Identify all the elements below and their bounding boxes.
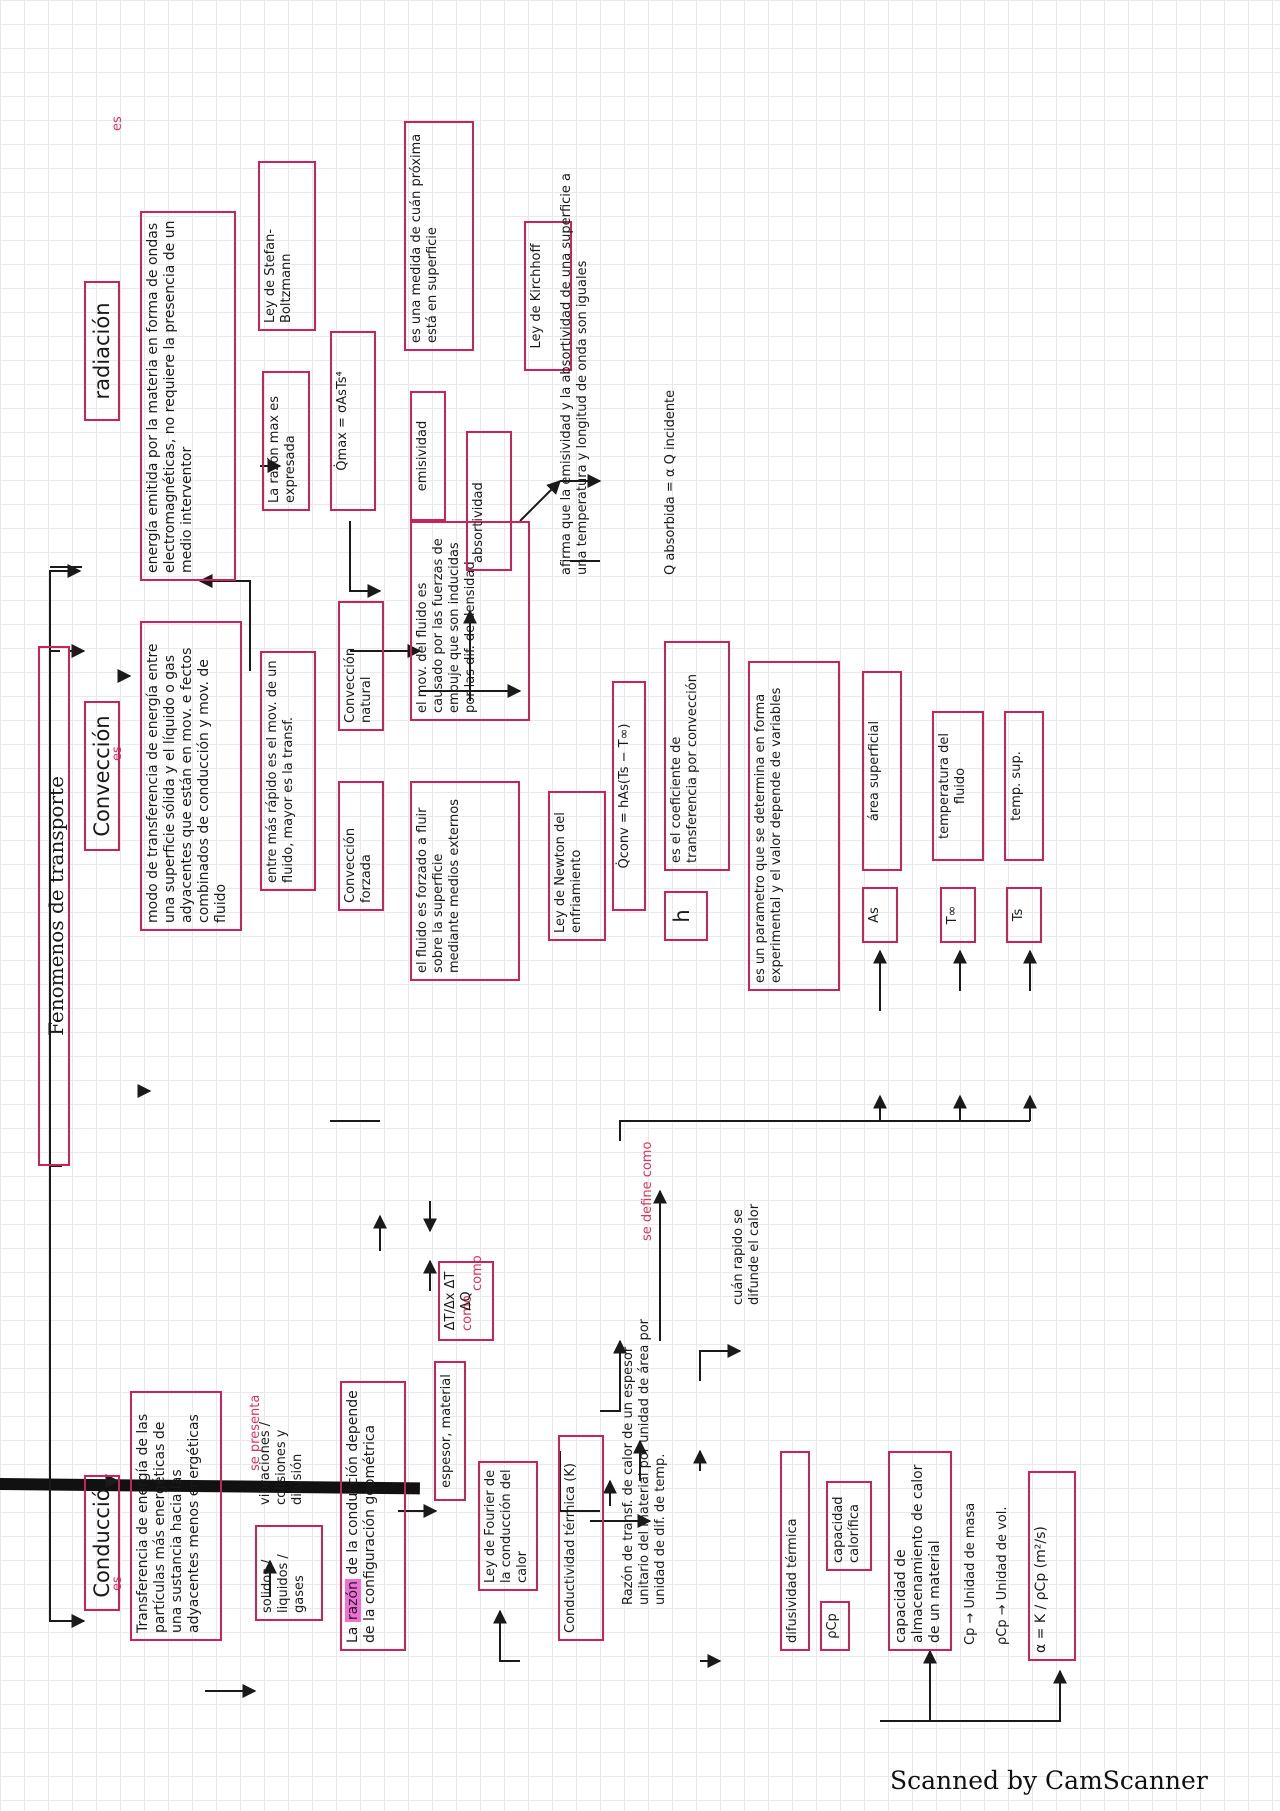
absorbida-formula: Q absorbida = α Q incidente — [663, 389, 678, 575]
razon-max: La razón max es expresada — [262, 371, 310, 511]
As-def: área superficial — [862, 671, 902, 871]
Tinf-def: temperatura del fluido — [932, 711, 984, 861]
conductividad-def: Razón de transf. de calor de un espesor … — [621, 1318, 668, 1605]
razon-highlight: razón — [345, 1579, 361, 1623]
difusividad-termica: difusividad térmica — [780, 1451, 810, 1651]
conduccion-rapido: cuán rapido se difunde el calor — [731, 1203, 762, 1305]
radiacion-def: energía emitida por la materia en forma … — [140, 211, 236, 581]
cp-unidad-masa: Cp → Unidad de masa — [963, 1502, 978, 1645]
razon-pre: La — [345, 1626, 361, 1643]
conveccion-def: modo de transferencia de energía entre u… — [140, 621, 242, 931]
conduccion-mecanismos: vibraciones / colisiones y difusión — [258, 1421, 305, 1505]
stefan-formula: Q̇max = σAsTs⁴ — [330, 331, 376, 511]
conduccion-def: Transferencia de energía de las partícul… — [130, 1391, 222, 1641]
h-parametro: es un parametro que se determina en form… — [748, 661, 840, 991]
alpha-formula: α = K / ρCp (m²/s) — [1028, 1471, 1076, 1661]
stefan-boltzmann: Ley de Stefan-Boltzmann — [258, 161, 316, 331]
trunk-to-conveccion — [49, 564, 82, 1166]
h-box: h — [664, 891, 708, 941]
emisividad-def: es una medida de cuán próxima está en su… — [404, 121, 474, 351]
conduccion-gradiente: ΔT/Δx ΔT ΔQ — [438, 1261, 494, 1341]
conveccion-forzada: Convección forzada — [338, 781, 384, 911]
absortividad-box: absortividad — [466, 431, 512, 571]
conduccion-estados: solidos / liquidos / gases — [255, 1525, 323, 1621]
Ts-box: Ts — [1006, 887, 1042, 943]
conduccion-head: Conducción — [84, 1475, 120, 1611]
conductividad-termica: Conductividad térmica (K) — [558, 1435, 604, 1641]
kirchhoff-afirma: afirma que la emisividad y la absortivid… — [559, 173, 590, 575]
Ts-def: temp. sup. — [1004, 711, 1044, 861]
label-es-radiacion: es — [110, 116, 125, 131]
scanner-watermark: Scanned by CamScanner — [890, 1766, 1208, 1795]
trunk-to-conduccion — [49, 1166, 86, 1628]
conduccion-espesor: espesor, material — [434, 1361, 466, 1501]
forzada-def: el fluido es forzado a fluir sobre la su… — [410, 781, 520, 981]
newton-law: Ley de Newton del enfriamiento — [548, 791, 606, 941]
conveccion-natural: Convección natural — [338, 601, 384, 731]
conveccion-head: Convección — [84, 701, 120, 851]
conduccion-razon: La razón de la conducción depende de la … — [340, 1381, 406, 1651]
main-title: Fenomenos de transporte — [38, 646, 70, 1166]
h-def: es el coeficiente de transferencia por c… — [664, 641, 730, 871]
pcp-unidad-vol: ρCp → Unidad de vol. — [995, 1506, 1010, 1645]
conveccion-rapido: entre más rápido es el mov. de un fluido… — [260, 651, 316, 891]
pcp-box: ρCp — [820, 1601, 850, 1651]
label-se-define-como: se define como — [640, 1141, 655, 1241]
emisividad-box: emisividad — [410, 391, 446, 521]
radiacion-head: radiación — [84, 281, 120, 421]
fourier-law: Ley de Fourier de la conducción del calo… — [478, 1461, 538, 1591]
newton-equation: Q̇conv = hAs(Ts − T∞) — [612, 681, 646, 911]
capacidad-def: capacidad de almacenamiento de calor de … — [888, 1451, 952, 1651]
As-box: As — [862, 887, 898, 943]
Tinf-box: T∞ — [940, 887, 976, 943]
capacidad-calorifica: capacidad calorífica — [826, 1481, 872, 1571]
